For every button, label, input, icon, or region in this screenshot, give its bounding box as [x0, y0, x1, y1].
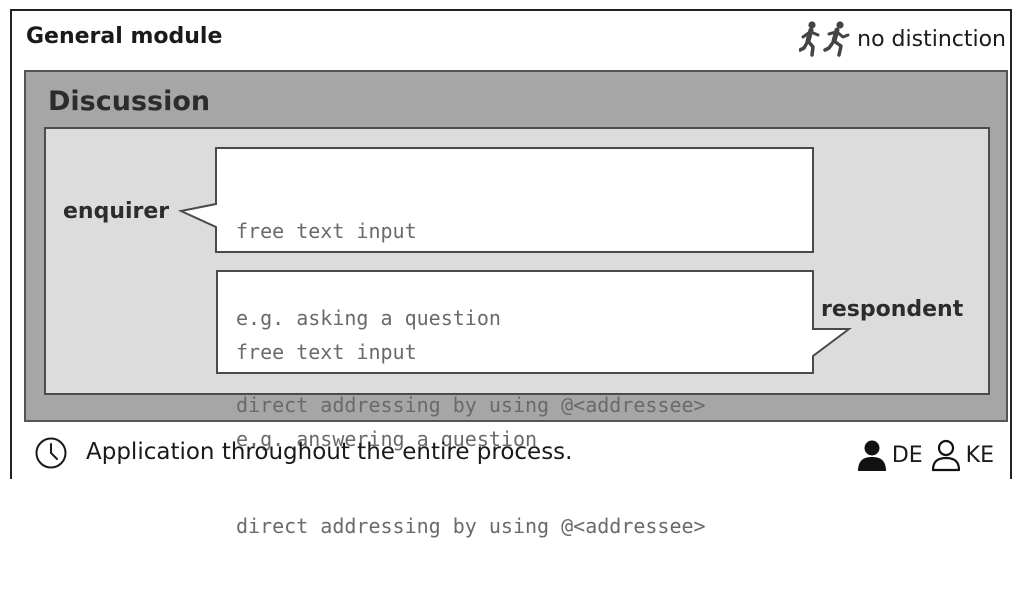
- footer: Application throughout the entire proces…: [34, 436, 1004, 474]
- respondent-line-1: free text input: [236, 340, 417, 364]
- respondent-speech-bubble: [216, 270, 852, 374]
- distinction-label: no distinction: [857, 26, 1006, 52]
- respondent-line-2: e.g. answering a question: [236, 427, 538, 451]
- module-title: General module: [26, 24, 223, 49]
- application-note: Application throughout the entire proces…: [86, 439, 573, 465]
- person-filled-icon: [857, 440, 886, 471]
- respondent-label: respondent: [821, 297, 964, 322]
- enquirer-line-1: free text input: [236, 219, 417, 243]
- legend-de-label: DE: [891, 442, 923, 468]
- discussion-panel: Discussion free text input e.g. asking a…: [24, 70, 1008, 538]
- enquirer-label: enquirer: [63, 199, 170, 224]
- discussion-title: Discussion: [48, 86, 211, 117]
- person-outline-icon: [931, 439, 960, 472]
- distinction-indicator: no distinction: [799, 20, 1006, 58]
- running-persons-icon: [799, 20, 855, 58]
- enquirer-line-3: direct addressing by using @<addressee>: [236, 393, 706, 417]
- module-frame: [10, 9, 1012, 479]
- respondent-line-3: direct addressing by using @<addressee>: [236, 514, 706, 538]
- enquirer-line-2: e.g. asking a question: [236, 306, 501, 330]
- enquirer-speech-bubble: [177, 147, 814, 253]
- clock-icon: [35, 437, 67, 469]
- enquirer-bubble-text: free text input e.g. asking a question d…: [236, 159, 706, 478]
- speech-bubbles-shapes: [177, 147, 852, 374]
- legend-ke-label: KE: [965, 442, 994, 468]
- discussion-content: free text input e.g. asking a question d…: [44, 127, 990, 538]
- role-legend: DE KE: [855, 438, 1000, 472]
